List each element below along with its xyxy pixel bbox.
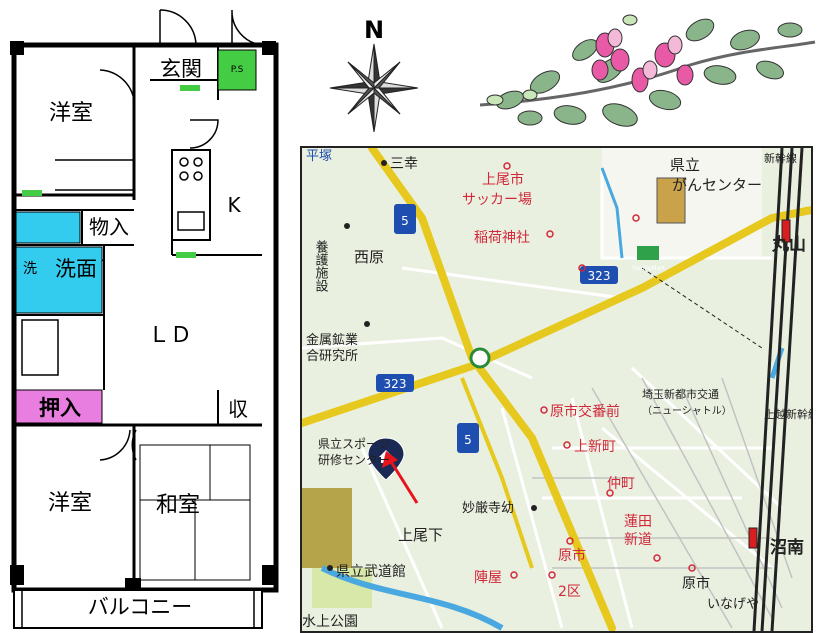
label-jinya: 陣屋	[474, 570, 502, 586]
label-new-shuttle-2: （ニューシャトル）	[642, 405, 732, 417]
room-label-kitchen: K	[227, 193, 241, 217]
label-new-shuttle-1: 埼玉新都市交通	[642, 387, 719, 401]
label-kinzoku-2: 合研究所	[306, 349, 358, 364]
route-323-shield-a: 323	[580, 266, 618, 284]
svg-text:323: 323	[384, 377, 407, 391]
route-5-shield-a: 5	[394, 204, 416, 234]
room-label-washer: 洗	[23, 261, 37, 277]
label-inageya: いなげや	[707, 597, 759, 612]
label-inari-shrine: 稲荷神社	[474, 230, 530, 246]
label-haraichi: 原市	[682, 575, 710, 592]
room-label-washroom: 洗面	[55, 257, 97, 281]
label-sports-center-2: 研修センター	[318, 452, 390, 467]
label-myogonji: 妙厳寺幼	[462, 501, 514, 516]
label-joetsu-shinkansen: 上越新幹線	[764, 407, 811, 421]
room-label-entrance: 玄関	[160, 57, 202, 81]
room-label-ld: ＬＤ	[148, 323, 192, 348]
label-ageo-soccer-1: 上尾市	[482, 171, 524, 188]
location-arrow	[382, 451, 419, 504]
label-yogo-facility: 養護施設	[313, 239, 329, 292]
room-label-balcony: バルコニー	[88, 595, 193, 619]
label-cancer-center-1: 県立	[670, 156, 700, 174]
room-label-ps: P.S	[231, 65, 244, 75]
label-shinkansen: 新幹線	[764, 151, 797, 165]
room-label-japanese: 和室	[156, 493, 200, 518]
label-kamishinmachi: 上新町	[574, 439, 616, 455]
label-maruyama: 丸山	[771, 234, 806, 255]
room-label-storage-top: 物入	[89, 215, 129, 239]
label-ageo-soccer-2: サッカー場	[462, 192, 532, 208]
compass-north-label: N	[364, 16, 384, 44]
label-haraichi-2ku-2: 2区	[558, 584, 581, 600]
label-cancer-center-2: がんセンター	[672, 176, 762, 194]
svg-text:323: 323	[588, 269, 611, 283]
floor-plan: 洋室 玄関 P.S K 物入 洗 洗面 ＬＤ 押入 収 洋室 和室 バルコニー	[10, 9, 279, 629]
label-sanko: 三幸	[390, 156, 418, 172]
label-sports-center-1: 県立スポーツ	[318, 436, 390, 451]
bush-clover-illustration	[479, 14, 816, 127]
area-map: 323 323 5 5 平塚 三幸 上尾市 サッカー場	[300, 146, 813, 633]
label-hirazuka: 平塚	[306, 149, 332, 164]
room-label-western-top: 洋室	[49, 101, 93, 126]
convenience-store-icon	[469, 347, 491, 369]
route-5-shield-b: 5	[457, 423, 479, 453]
room-label-western-bottom: 洋室	[48, 491, 92, 516]
svg-text:5: 5	[464, 433, 472, 447]
room-label-storage-small: 収	[228, 397, 248, 421]
label-ageo-shita: 上尾下	[398, 526, 443, 544]
label-kinzoku-1: 金属鉱業	[306, 332, 358, 348]
label-haraichi-2ku-1: 原市	[558, 547, 586, 564]
route-323-shield-b: 323	[376, 374, 414, 392]
svg-text:5: 5	[401, 214, 409, 228]
label-koban: 原市交番前	[550, 403, 620, 420]
label-nishihara: 西原	[354, 248, 384, 266]
label-hasuda-1: 蓮田	[624, 514, 652, 530]
label-budokan: 県立武道館	[336, 563, 406, 580]
familymart-icon	[637, 246, 659, 260]
label-hasuda-2: 新道	[624, 532, 652, 548]
compass-rose: N	[329, 16, 418, 132]
label-familymart: FamilyMart	[632, 265, 666, 272]
label-nakamachi: 仲町	[607, 476, 635, 492]
label-mizukami-park: 水上公園	[302, 614, 358, 630]
label-numaminami: 沼南	[770, 537, 804, 558]
room-label-closet: 押入	[39, 396, 81, 420]
